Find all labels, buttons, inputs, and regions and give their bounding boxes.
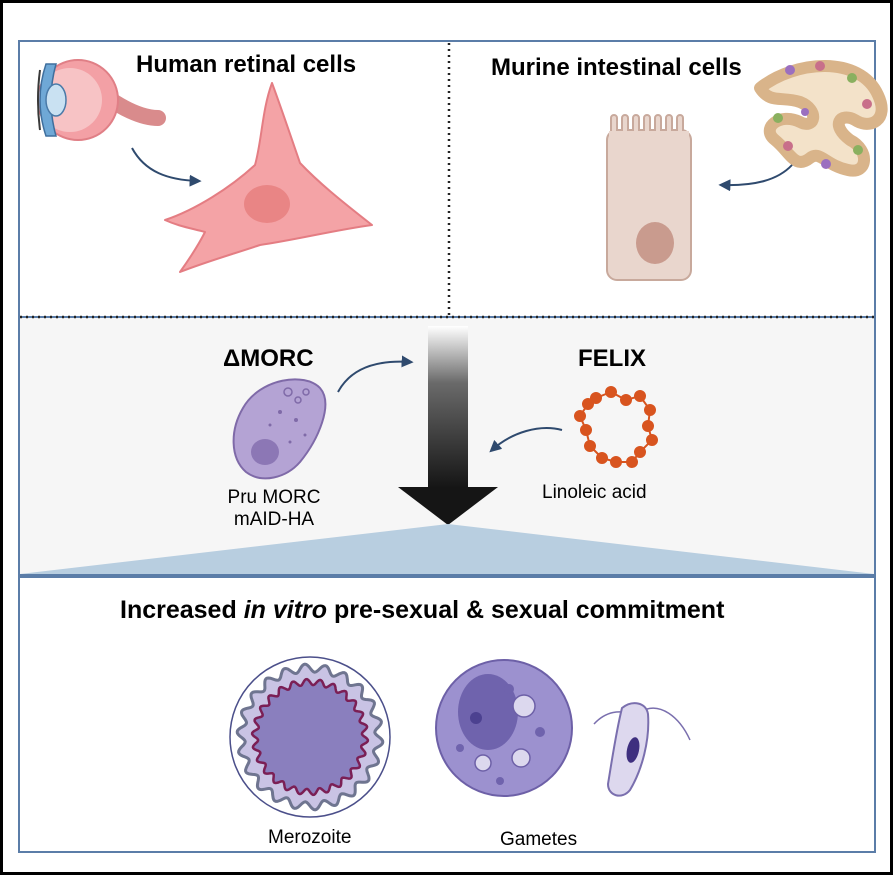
central-arrow <box>398 326 498 525</box>
linoleic-acid-icon <box>574 386 658 468</box>
arrow-felix-to-center <box>489 427 563 453</box>
bottom-title-pre: Increased <box>120 596 244 624</box>
retinal-cell-icon <box>164 82 373 273</box>
delta-morc-title: ΔMORC <box>223 345 314 372</box>
bottom-title-post: pre-sexual & sexual commitment <box>327 596 725 624</box>
merozoite-icon <box>229 656 391 818</box>
intestinal-cell-icon <box>606 114 692 281</box>
merozoite-inner-membrane <box>250 677 370 797</box>
arrow-eye-to-cell <box>131 147 202 187</box>
merozoite-label: Merozoite <box>268 827 352 848</box>
top-panel <box>18 40 876 318</box>
parasite-icon <box>232 378 327 480</box>
murine-intestinal-cells-title: Murine intestinal cells <box>491 54 742 81</box>
expansion-wedge <box>20 524 874 574</box>
gametes-label: Gametes <box>500 829 578 850</box>
arrow-morc-to-center <box>337 355 414 393</box>
arrow-intestine-to-cell <box>718 164 793 192</box>
pru-morc-caption-line1: Pru MORC <box>227 487 321 508</box>
bottom-panel-title: Increased in vitro pre-sexual & sexual c… <box>120 596 724 625</box>
intestine-icon <box>754 60 888 177</box>
human-retinal-cells-title: Human retinal cells <box>136 51 357 78</box>
pru-morc-caption-line2: mAID-HA <box>233 509 315 530</box>
linoleic-acid-caption: Linoleic acid <box>542 482 647 503</box>
felix-title: FELIX <box>578 345 647 372</box>
eye-icon <box>37 59 166 141</box>
bottom-title-italic: in vitro <box>243 596 328 624</box>
macrogamete-icon <box>435 659 573 797</box>
microgamete-icon <box>593 702 691 797</box>
